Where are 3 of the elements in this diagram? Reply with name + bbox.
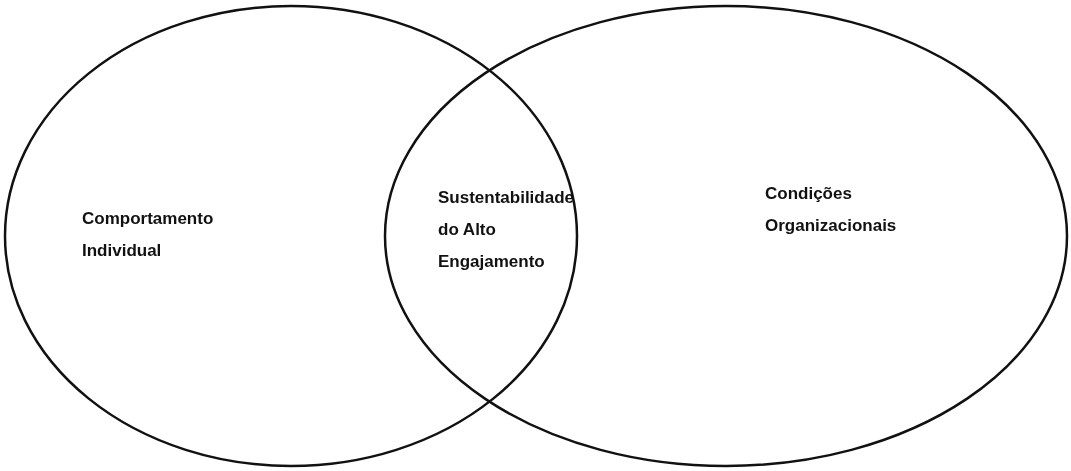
- overlap-label: Sustentabilidade do Alto Engajamento: [438, 187, 576, 273]
- ellipse-label: Condições Organizacionais: [765, 183, 898, 237]
- ellipse-label: Comportamento Individual: [82, 208, 215, 262]
